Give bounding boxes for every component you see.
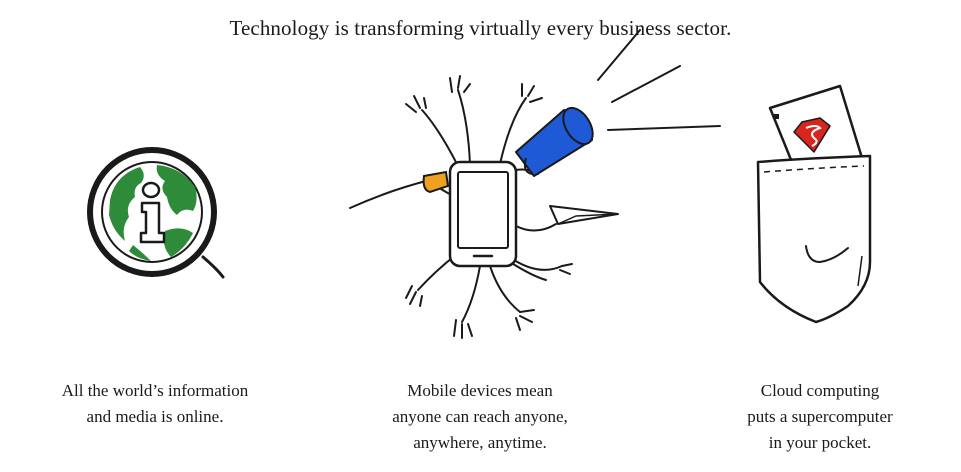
caption-line: anyone can reach anyone,	[392, 407, 568, 426]
caption-line: anywhere, anytime.	[413, 433, 547, 452]
caption-line: Cloud computing	[760, 381, 880, 400]
caption-line: puts a supercomputer	[747, 407, 893, 426]
pocket-supercomputer-icon	[756, 84, 872, 324]
caption-line: in your pocket.	[768, 433, 872, 452]
caption-line: All the world’s information	[61, 381, 249, 400]
mobile-phone-hands-icon	[349, 29, 721, 339]
caption-line: Mobile devices mean	[407, 381, 553, 400]
caption-mobile: Mobile devices mean anyone can reach any…	[345, 378, 615, 456]
globe-info-icon	[87, 147, 225, 279]
caption-information: All the world’s information and media is…	[20, 378, 290, 430]
page-title: Technology is transforming virtually eve…	[229, 16, 732, 40]
caption-cloud: Cloud computing puts a supercomputer in …	[685, 378, 955, 456]
caption-line: and media is online.	[86, 407, 224, 426]
